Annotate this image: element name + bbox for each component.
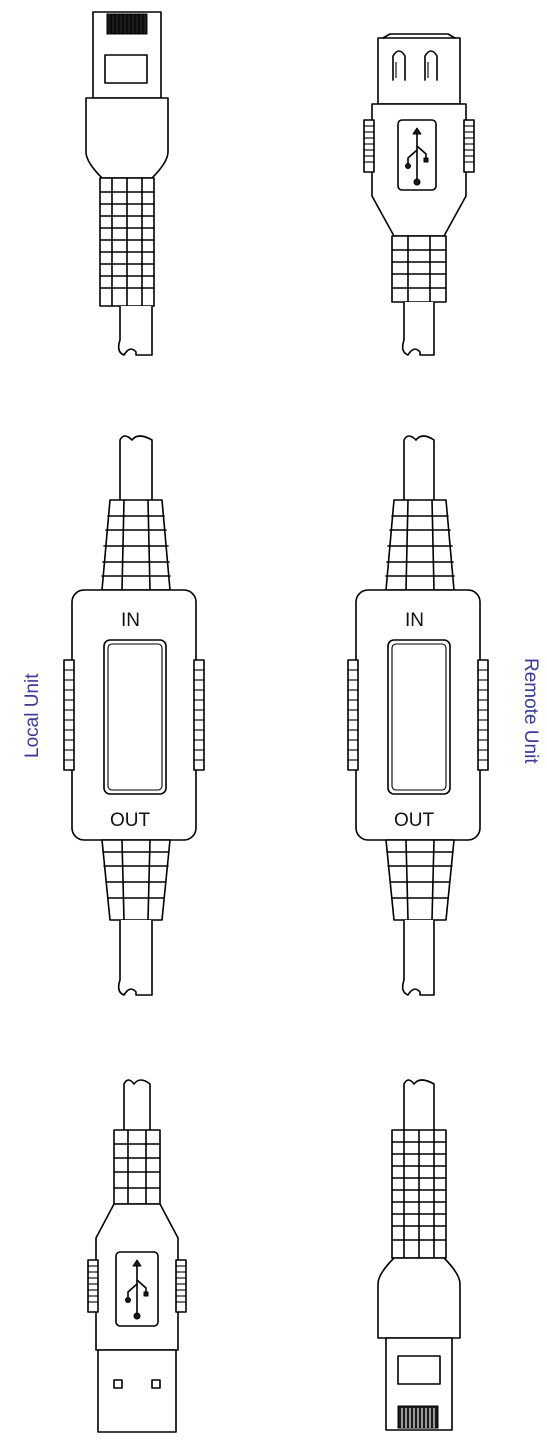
usb-a-female-top-right (363, 33, 475, 356)
rj45-plug-top-left (85, 11, 169, 356)
local-unit-label: Local Unit (22, 673, 43, 758)
usb-symbol-icon (405, 127, 429, 186)
rj45-plug-bottom-right (377, 1079, 461, 1431)
local-unit-device (63, 435, 205, 996)
remote-in-label: IN (405, 610, 424, 631)
remote-out-label: OUT (394, 810, 435, 831)
usb-symbol-icon (125, 1259, 149, 1320)
local-in-label: IN (121, 610, 140, 631)
local-out-label: OUT (110, 810, 151, 831)
usb-a-male-bottom-left (87, 1079, 187, 1433)
remote-unit-label: Remote Unit (520, 658, 541, 764)
remote-unit-device (347, 435, 489, 996)
